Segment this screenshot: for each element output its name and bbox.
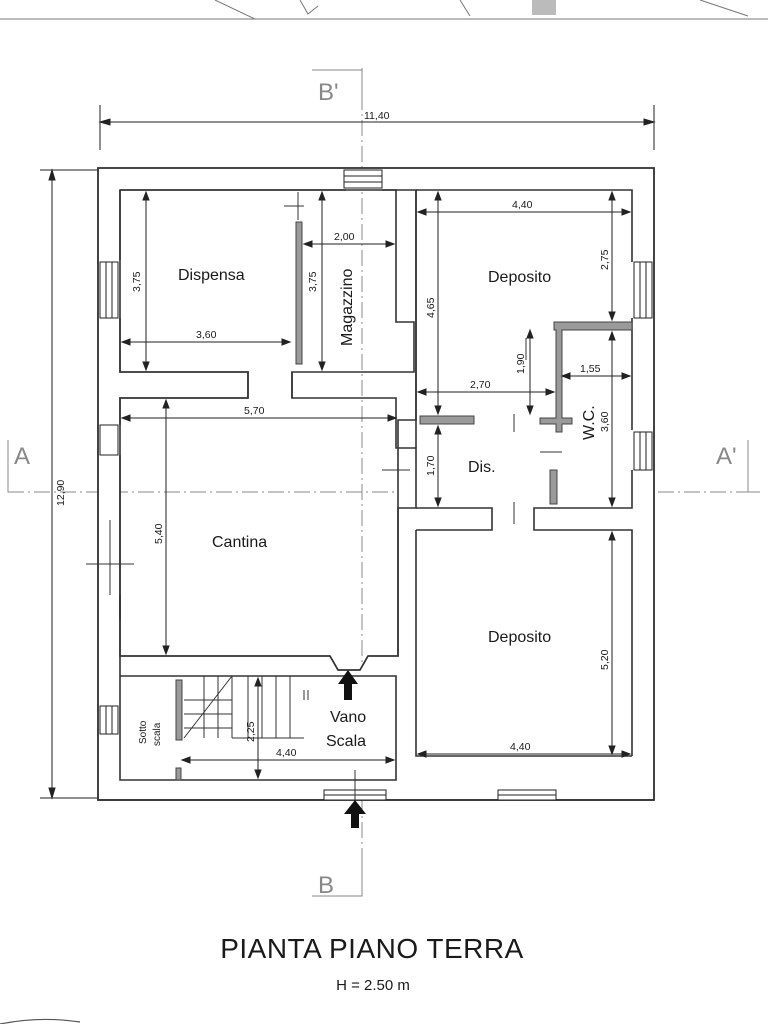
dim-vano-height: 2,25 <box>245 721 257 742</box>
partitions <box>175 221 633 781</box>
room-label-dis: Dis. <box>468 459 496 476</box>
inner-dimensions <box>120 190 632 780</box>
dim-cantina-height: 5,40 <box>153 523 165 544</box>
dim-deposito-top-height: 2,75 <box>599 249 611 270</box>
dim-corridor-width: 2,70 <box>470 379 491 391</box>
section-mark-b-top: B' <box>318 79 339 106</box>
dim-overall-height: 12,90 <box>55 480 67 506</box>
room-label-vano: Vano <box>330 709 366 726</box>
dim-deposito-bottom-width: 4,40 <box>510 741 531 753</box>
dim-magazzino-height: 3,75 <box>307 271 319 292</box>
dim-cantina-width: 5,70 <box>244 405 265 417</box>
dim-wc-width: 1,55 <box>580 363 601 375</box>
room-label-scala-small: scala <box>152 722 163 746</box>
door-marks <box>284 192 562 524</box>
overall-height-dimension <box>40 168 100 800</box>
dim-deposito-bottom-height: 5,20 <box>599 649 611 670</box>
room-label-scala: Scala <box>326 733 366 750</box>
plan-subtitle: H = 2.50 m <box>336 977 410 994</box>
dim-dis-height: 1,70 <box>425 455 437 476</box>
section-mark-a-right: A' <box>716 443 737 470</box>
arrow-up-icon-bottom <box>344 800 366 828</box>
dim-wc-offset: 1,90 <box>515 353 527 374</box>
room-label-sotto: Sotto <box>138 720 149 744</box>
section-mark-b-bottom: B <box>318 872 334 899</box>
room-label-deposito-bottom: Deposito <box>488 629 551 646</box>
dim-overall-width: 11,40 <box>364 110 390 122</box>
section-line-b <box>312 68 363 900</box>
bottom-edge-fragment <box>0 1018 81 1024</box>
arrow-up-icon <box>338 670 358 700</box>
windows <box>99 169 653 801</box>
dim-dispensa-height: 3,75 <box>131 271 143 292</box>
dim-wc-height: 3,60 <box>599 411 611 432</box>
room-label-magazzino: Magazzino <box>339 269 356 346</box>
dim-deposito-top-width: 4,40 <box>512 199 533 211</box>
plan-title: PIANTA PIANO TERRA <box>220 933 524 964</box>
overall-width-dimension <box>98 105 656 150</box>
room-label-deposito-top: Deposito <box>488 269 551 286</box>
top-edge-fragment <box>0 0 768 20</box>
room-label-wc: W.C. <box>581 405 598 440</box>
dim-vano-width: 4,40 <box>276 747 297 759</box>
room-label-dispensa: Dispensa <box>178 267 245 284</box>
section-mark-a-left: A <box>14 443 30 470</box>
dim-magazzino-width: 2,00 <box>334 231 355 243</box>
room-label-cantina: Cantina <box>212 534 267 551</box>
dim-dispensa-width: 3,60 <box>196 329 217 341</box>
dim-deposito-left-height: 4,65 <box>425 297 437 318</box>
staircase <box>183 675 309 739</box>
